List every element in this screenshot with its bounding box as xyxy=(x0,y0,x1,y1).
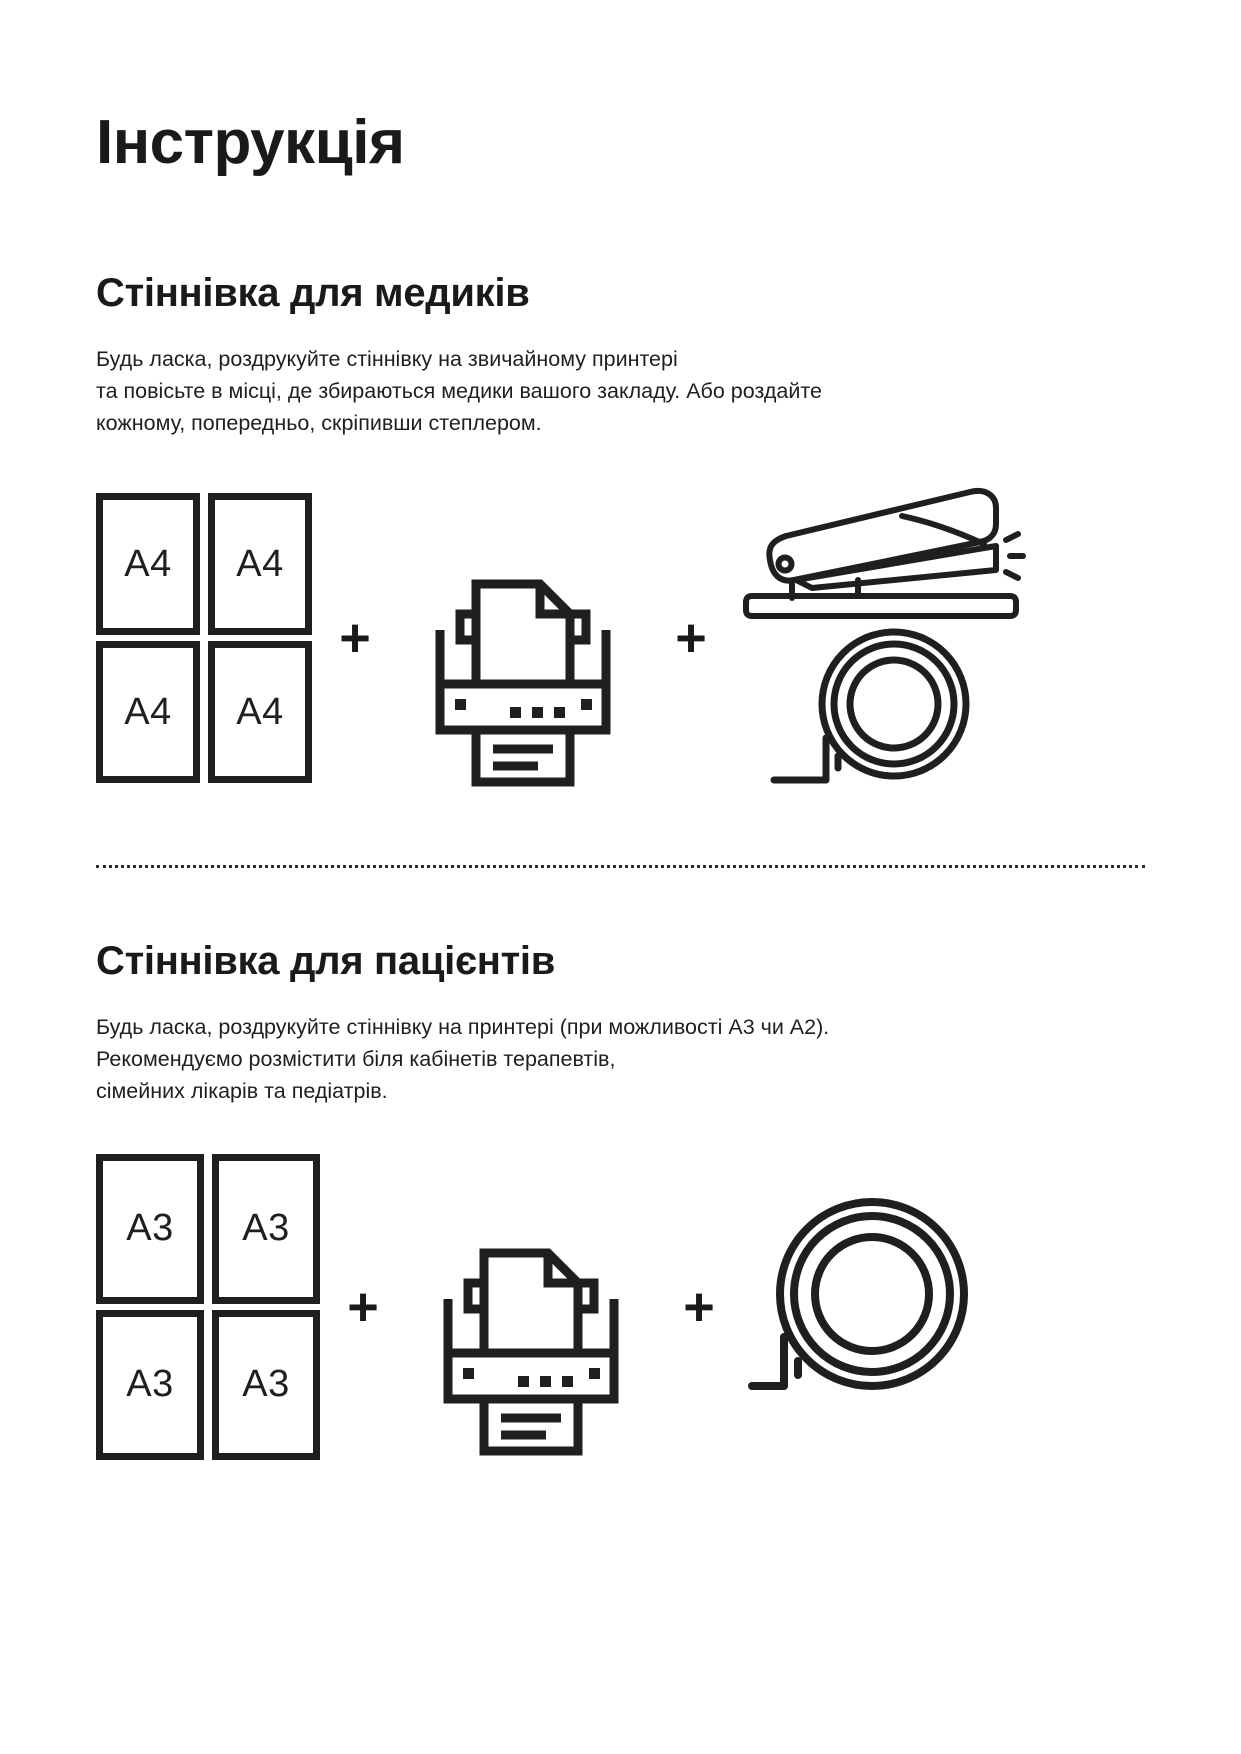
printer-icon xyxy=(398,518,648,787)
section-heading-medics: Стіннівка для медиків xyxy=(96,271,530,315)
paper-sheet: A4 xyxy=(208,641,312,784)
paper-sheet: A3 xyxy=(212,1309,320,1460)
section-paragraph-patients: Будь ласка, роздрукуйте стіннівку на при… xyxy=(96,1012,1145,1107)
paper-sheet: A4 xyxy=(96,493,200,636)
plus-symbol: + xyxy=(683,1276,715,1337)
paper-sheet: A3 xyxy=(212,1153,320,1304)
paper-sheet: A3 xyxy=(96,1309,204,1460)
paper-sheet: A4 xyxy=(208,493,312,636)
tape-roll-icon xyxy=(742,1189,992,1424)
section-heading-patients: Стіннівка для пацієнтів xyxy=(96,939,555,984)
section-patients: Стіннівка для пацієнтів Будь ласка, розд… xyxy=(96,868,1145,1461)
paragraph-line: Будь ласка, роздрукуйте стіннівку на при… xyxy=(96,1015,830,1040)
paper-sheet: A4 xyxy=(96,641,200,784)
plus-symbol: + xyxy=(675,608,707,669)
supplies-row-patients: A3 A3 A3 A3 + xyxy=(96,1152,1145,1462)
stapler-and-tape-group xyxy=(734,483,1026,793)
plus-symbol: + xyxy=(339,608,371,669)
stapler-icon xyxy=(734,484,1026,624)
section-paragraph-medics: Будь ласка, роздрукуйте стіннівку на зви… xyxy=(96,344,1145,439)
paragraph-line: Рекомендуємо розмістити біля кабінетів т… xyxy=(96,1047,616,1072)
tape-roll-icon xyxy=(734,628,1024,793)
paragraph-line: кожному, попередньо, скріпивши степлером… xyxy=(96,410,542,435)
supplies-row-medics: A4 A4 A4 A4 + xyxy=(96,483,1145,793)
paper-sheet: A3 xyxy=(96,1153,204,1304)
page-title: Інструкція xyxy=(96,108,405,177)
plus-symbol: + xyxy=(347,1276,379,1337)
section-divider xyxy=(96,865,1145,869)
printer-icon xyxy=(406,1187,656,1456)
section-medics: Стіннівка для медиків Будь ласка, роздру… xyxy=(96,174,1145,793)
paper-grid-icon: A3 A3 A3 A3 xyxy=(96,1153,320,1460)
paragraph-line: та повісьте в місці, де збираються медик… xyxy=(96,378,822,403)
paragraph-line: сімейних лікарів та педіатрів. xyxy=(96,1079,388,1104)
paper-grid-icon: A4 A4 A4 A4 xyxy=(96,493,312,784)
paragraph-line: Будь ласка, роздрукуйте стіннівку на зви… xyxy=(96,347,678,371)
